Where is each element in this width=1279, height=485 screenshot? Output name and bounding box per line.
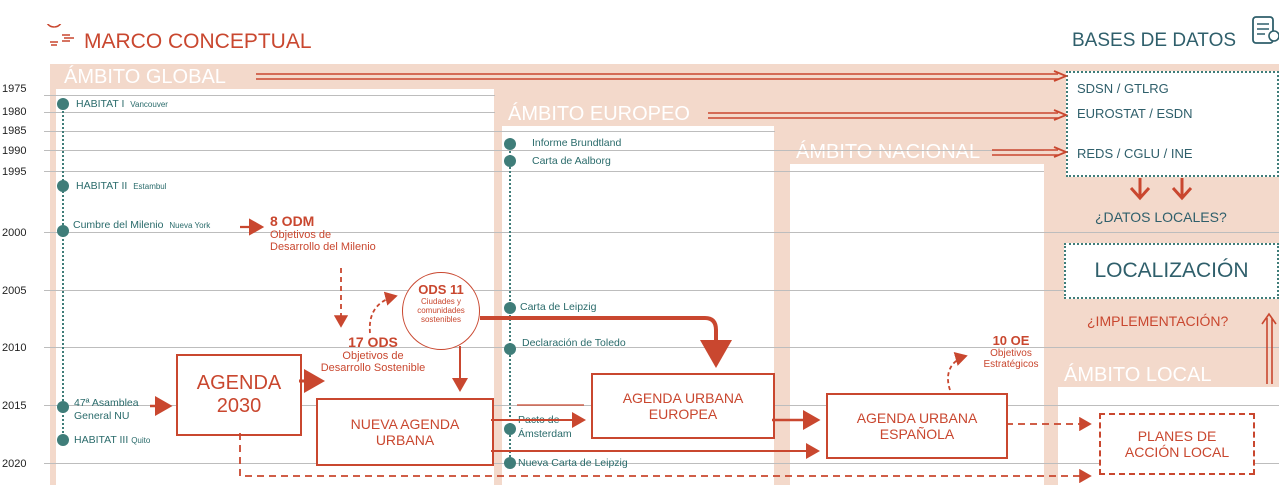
event-toledo: Declaración de Toledo [522,337,626,349]
event-habitat-3: HABITAT III Quito [74,434,151,446]
page-title: MARCO CONCEPTUAL [84,30,312,53]
year-label: 1975 [2,83,27,95]
grid-line-1985 [44,131,775,132]
year-label: 1995 [2,166,27,178]
event-aalborg: Carta de Aalborg [532,155,611,167]
ods11-circle: ODS 11 Ciudades y comunidades sostenible… [402,272,480,350]
grid-line-1980 [44,112,495,113]
grid-line-1975 [44,95,495,96]
odm-label: 8 ODM Objetivos de Desarrollo del Mileni… [270,213,376,253]
event-dot [57,180,69,192]
grid-line-2010 [44,347,1279,348]
year-label: 2015 [2,400,27,412]
database-item: EUROSTAT / ESDN [1077,106,1193,121]
event-dot [504,155,516,167]
global-timeline [62,104,64,444]
event-dot [504,457,516,469]
zone-national: ÁMBITO NACIONAL [796,141,981,163]
grid-line-2020 [44,463,1279,464]
year-label: 1990 [2,145,27,157]
event-dot [57,225,69,237]
database-item: SDSN / GTLRG [1077,81,1169,96]
event-cumbre-milenio: Cumbre del Milenio Nueva York [73,219,211,231]
year-label: 2020 [2,458,27,470]
localizacion-box: LOCALIZACIÓN [1064,243,1279,299]
event-dot [504,343,516,355]
event-dot [57,434,69,446]
event-dot [57,98,69,110]
event-habitat-1: HABITAT I Vancouver [76,98,168,110]
event-dot [504,302,516,314]
ods17-label: 17 ODS Objetivos de Desarrollo Sostenibl… [320,334,426,374]
event-dot [504,423,516,435]
grid-line-2005 [44,290,1279,291]
grid-line-2000 [44,232,1279,233]
zone-local: ÁMBITO LOCAL [1064,364,1212,386]
datos-locales-label: ¿DATOS LOCALES? [1095,209,1227,225]
database-document-icon [1250,14,1279,48]
event-dot [504,138,516,150]
event-habitat-2: HABITAT II Estambul [76,180,167,192]
implementacion-label: ¿IMPLEMENTACIÓN? [1087,313,1229,329]
databases-box [1066,71,1279,177]
year-label: 2010 [2,342,27,354]
year-label: 1985 [2,125,27,137]
event-nueva-leipzig: Nueva Carta de Leipzig [518,457,628,469]
oe-label: 10 OE Objetivos Estratégicos [983,333,1039,370]
event-leipzig: Carta de Leipzig [520,301,597,313]
grid-line-1995 [44,171,1044,172]
zone-global: ÁMBITO GLOBAL [64,66,226,88]
database-item: REDS / CGLU / INE [1077,146,1193,161]
event-dot [57,401,69,413]
zone-european: ÁMBITO EUROPEO [508,103,690,125]
grid-line-1990 [44,150,1044,151]
year-label: 2005 [2,285,27,297]
databases-title: BASES DE DATOS [1072,30,1237,51]
event-brundtland: Informe Brundtland [532,137,622,149]
year-label: 1980 [2,106,27,118]
year-label: 2000 [2,227,27,239]
